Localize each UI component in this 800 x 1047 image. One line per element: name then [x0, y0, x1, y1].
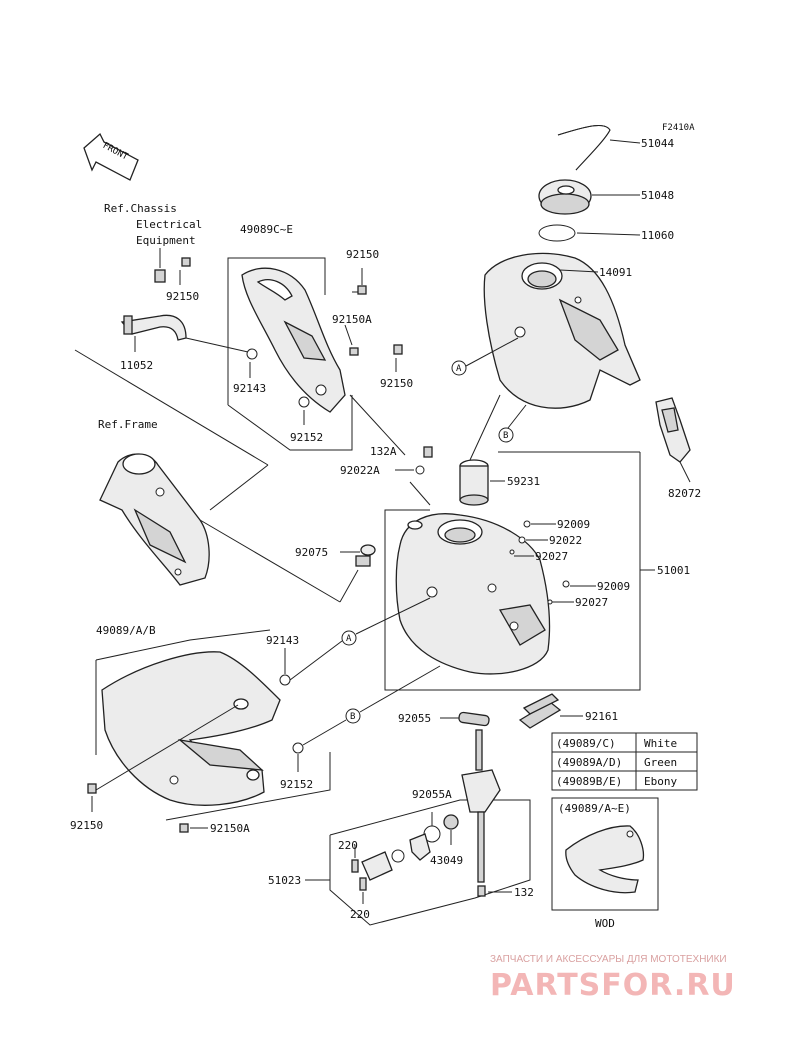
color-table: (49089/C) White (49089A/D) Green (49089B…: [551, 732, 698, 791]
part-92143-b: 92143: [266, 634, 299, 647]
callout-b-1: [498, 427, 514, 443]
fuel-cap: [538, 179, 592, 215]
ref-chassis-line-2: Electrical: [136, 218, 202, 231]
fuel-tank: [395, 513, 551, 675]
tank-cover: [483, 252, 641, 409]
part-51001: 51001: [657, 564, 690, 577]
part-59231: 59231: [507, 475, 540, 488]
part-92150A-2: 92150A: [210, 822, 250, 835]
part-220-b: 220: [350, 908, 370, 921]
part-92150A-1: 92150A: [332, 313, 372, 326]
watermark-tagline: ЗАПЧАСТИ И АКСЕССУАРЫ ДЛЯ МОТОТЕХНИКИ: [490, 954, 727, 965]
color-code-3: (49089B/E): [556, 775, 622, 788]
bracket-11052: [120, 314, 187, 341]
part-51048: 51048: [641, 189, 674, 202]
part-92055: 92055: [398, 712, 431, 725]
part-82072: 82072: [668, 487, 701, 500]
fuel-cock: [461, 729, 501, 883]
part-92022: 92022: [549, 534, 582, 547]
part-92150-b: 92150: [166, 290, 199, 303]
part-92152-a: 92152: [290, 431, 323, 444]
shroud-upper: [241, 267, 346, 413]
svg-text:B: B: [503, 431, 508, 441]
part-92027-a: 92027: [535, 550, 568, 563]
part-92150-d: 92150: [70, 819, 103, 832]
part-92009-b: 92009: [597, 580, 630, 593]
color-name-3: Ebony: [644, 775, 677, 788]
color-name-1: White: [644, 737, 677, 750]
part-51044: 51044: [641, 137, 674, 150]
part-92022a: 92022A: [340, 464, 380, 477]
part-132: 132: [514, 886, 534, 899]
part-92143-a: 92143: [233, 382, 266, 395]
part-92161: 92161: [585, 710, 618, 723]
ref-chassis-line-1: Ref.Chassis: [104, 202, 177, 215]
ref-chassis-line-3: Equipment: [136, 234, 196, 247]
part-11052: 11052: [120, 359, 153, 372]
part-49089ab: 49089/A/B: [96, 624, 156, 637]
part-132a: 132A: [370, 445, 397, 458]
frame-section: [99, 453, 210, 586]
part-49089ce: 49089C~E: [240, 223, 293, 236]
callout-b-2: [345, 708, 361, 724]
svg-text:A: A: [456, 364, 462, 374]
seal-92161: [518, 693, 562, 729]
inset-caption: WOD: [595, 917, 615, 930]
front-arrow-icon: FRONT: [83, 132, 139, 181]
part-92152-b: 92152: [280, 778, 313, 791]
color-code-2: (49089A/D): [556, 756, 622, 769]
part-92027-b: 92027: [575, 596, 608, 609]
color-name-2: Green: [644, 756, 677, 769]
part-92009-a: 92009: [557, 518, 590, 531]
part-92150-a: 92150: [346, 248, 379, 261]
part-92055a: 92055A: [412, 788, 452, 801]
figure-code: F2410A: [662, 123, 695, 133]
part-92150-c: 92150: [380, 377, 413, 390]
callout-a-1: [451, 360, 467, 376]
part-43049: 43049: [430, 854, 463, 867]
part-11060: 11060: [641, 229, 674, 242]
svg-text:A: A: [346, 634, 352, 644]
grommet-92075: [355, 544, 376, 567]
tank-pad: [655, 397, 691, 463]
inset-title: (49089/A~E): [558, 802, 631, 815]
svg-text:B: B: [350, 712, 355, 722]
watermark-brand: PARTSFOR.RU: [490, 968, 736, 1003]
ref-frame: Ref.Frame: [98, 418, 158, 431]
callout-a-2: [341, 630, 357, 646]
part-92075: 92075: [295, 546, 328, 559]
shroud-lower: [101, 651, 281, 806]
part-14091: 14091: [599, 266, 632, 279]
part-51023: 51023: [268, 874, 301, 887]
part-220-a: 220: [338, 839, 358, 852]
fuel-filter: [459, 459, 489, 506]
inset-wod: (49089/A~E) WOD: [551, 797, 659, 930]
color-code-1: (49089/C): [556, 737, 616, 750]
